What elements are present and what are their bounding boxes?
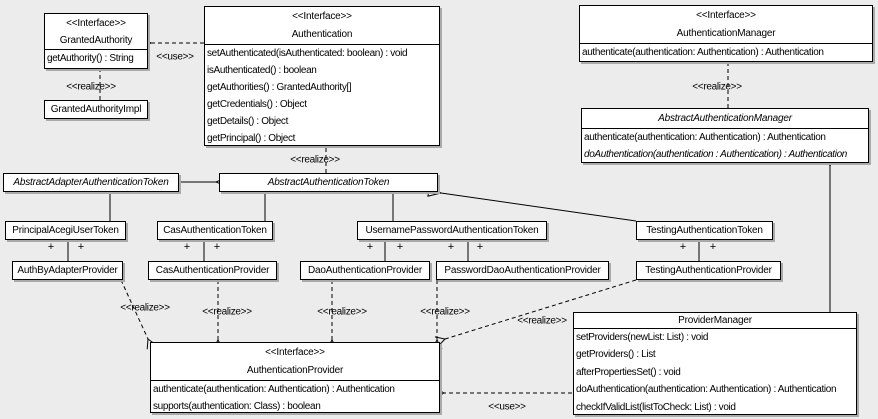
class-granted-authority[interactable]: <<Interface>> GrantedAuthority getAuthor… (44, 13, 148, 69)
class-name: AbstractAuthenticationToken (267, 177, 390, 188)
class-name: Authentication (291, 29, 353, 40)
class-name: DaoAuthenticationProvider (308, 265, 422, 276)
multiplicity-plus: + (447, 241, 455, 253)
realize-label: <<realize>> (120, 302, 170, 314)
method: getDetails() : Object (207, 116, 289, 127)
class-name: PrincipalAcegiUserToken (12, 225, 119, 236)
stereotype-label: <<Interface>> (265, 347, 325, 358)
class-name: GrantedAuthorityImpl (50, 104, 142, 115)
method: getPrincipal() : Object (207, 133, 296, 144)
class-testing-authentication-provider[interactable]: TestingAuthenticationProvider (636, 261, 781, 280)
realize-auth-by-adapter-provider (120, 279, 148, 339)
realize-label: <<realize>> (202, 306, 252, 318)
method: getAuthorities() : GrantedAuthority[] (207, 82, 352, 93)
multiplicity-plus: + (47, 241, 55, 253)
class-granted-authority-impl[interactable]: GrantedAuthorityImpl (44, 100, 148, 119)
multiplicity-plus: + (366, 241, 374, 253)
method: authenticate(authentication: Authenticat… (582, 47, 824, 58)
class-abstract-adapter-authentication-token[interactable]: AbstractAdapterAuthenticationToken (3, 173, 179, 192)
use-label: <<use>> (488, 401, 526, 413)
method: supports(authentication: Class) : boolea… (153, 401, 321, 412)
class-name: CasAuthenticationProvider (155, 265, 270, 276)
class-name: AuthenticationProvider (246, 365, 344, 376)
multiplicity-plus: + (396, 241, 404, 253)
method: getAuthority() : String (47, 53, 134, 64)
class-cas-authentication-provider[interactable]: CasAuthenticationProvider (148, 261, 277, 280)
class-auth-by-adapter-provider[interactable]: AuthByAdapterProvider (12, 261, 123, 280)
method: getCredentials() : Object (207, 99, 307, 110)
realize-label: <<realize>> (517, 315, 567, 327)
method: setAuthenticated(isAuthenticated: boolea… (207, 48, 408, 59)
multiplicity-plus: + (476, 241, 484, 253)
realize-label: <<realize>> (317, 306, 367, 318)
multiplicity-plus: + (183, 241, 191, 253)
class-password-dao-authentication-provider[interactable]: PasswordDaoAuthenticationProvider (436, 261, 609, 280)
class-abstract-authentication-manager[interactable]: AbstractAuthenticationManager authentica… (581, 108, 869, 163)
class-name: TestingAuthenticationProvider (645, 265, 772, 276)
stereotype-label: <<Interface>> (696, 10, 756, 21)
class-principal-acegi-user-token[interactable]: PrincipalAcegiUserToken (5, 221, 126, 240)
generalization-testing-token (441, 193, 637, 222)
realize-label: <<realize>> (692, 81, 742, 93)
class-abstract-authentication-token[interactable]: AbstractAuthenticationToken (219, 173, 438, 192)
class-name: AbstractAdapterAuthenticationToken (13, 177, 169, 188)
method: authenticate(authentication: Authenticat… (584, 132, 826, 143)
class-name: AbstractAuthenticationManager (582, 109, 868, 129)
class-name: GrantedAuthority (59, 35, 133, 46)
class-name: AuthByAdapterProvider (17, 265, 118, 276)
class-authentication[interactable]: <<Interface>> Authentication setAuthenti… (204, 6, 440, 146)
class-name: PasswordDaoAuthenticationProvider (444, 265, 601, 276)
stereotype-label: <<Interface>> (66, 18, 126, 29)
method: authenticate(authentication: Authenticat… (153, 384, 395, 395)
method: doAuthentication(authentication : Authen… (584, 149, 848, 160)
multiplicity-plus: + (709, 241, 717, 253)
class-testing-authentication-token[interactable]: TestingAuthenticationToken (636, 221, 773, 240)
multiplicity-plus: + (77, 241, 85, 253)
class-cas-authentication-token[interactable]: CasAuthenticationToken (157, 221, 273, 240)
method: afterPropertiesSet() : void (576, 366, 681, 378)
use-label: <<use>> (156, 51, 194, 63)
method: getProviders() : List (576, 349, 656, 361)
class-provider-manager[interactable]: ProviderManager setProviders(newList: Li… (573, 312, 857, 415)
multiplicity-plus: + (679, 241, 687, 253)
realize-label: <<realize>> (420, 306, 470, 318)
realize-testing-provider (445, 279, 637, 339)
method: setProviders(newList: List) : void (576, 332, 709, 343)
class-username-password-authentication-token[interactable]: UsernamePasswordAuthenticationToken (357, 221, 547, 240)
realize-label: <<realize>> (66, 81, 116, 93)
class-name: TestingAuthenticationToken (646, 225, 763, 236)
realize-label: <<realize>> (290, 154, 340, 166)
stereotype-label: <<Interface>> (292, 11, 352, 22)
multiplicity-plus: + (213, 241, 221, 253)
class-dao-authentication-provider[interactable]: DaoAuthenticationProvider (300, 261, 430, 280)
method: checkIfValidList(listToCheck: List) : vo… (576, 401, 736, 413)
class-name: AuthenticationManager (676, 28, 776, 39)
class-authentication-manager[interactable]: <<Interface>> AuthenticationManager auth… (579, 5, 873, 62)
class-name: CasAuthenticationToken (163, 225, 267, 236)
class-authentication-provider[interactable]: <<Interface>> AuthenticationProvider aut… (150, 342, 440, 413)
class-name: UsernamePasswordAuthenticationToken (365, 225, 539, 236)
method: isAuthenticated() : boolean (207, 65, 317, 76)
class-name: ProviderManager (574, 313, 856, 329)
method: doAuthentication(authentication: Authent… (576, 384, 837, 396)
